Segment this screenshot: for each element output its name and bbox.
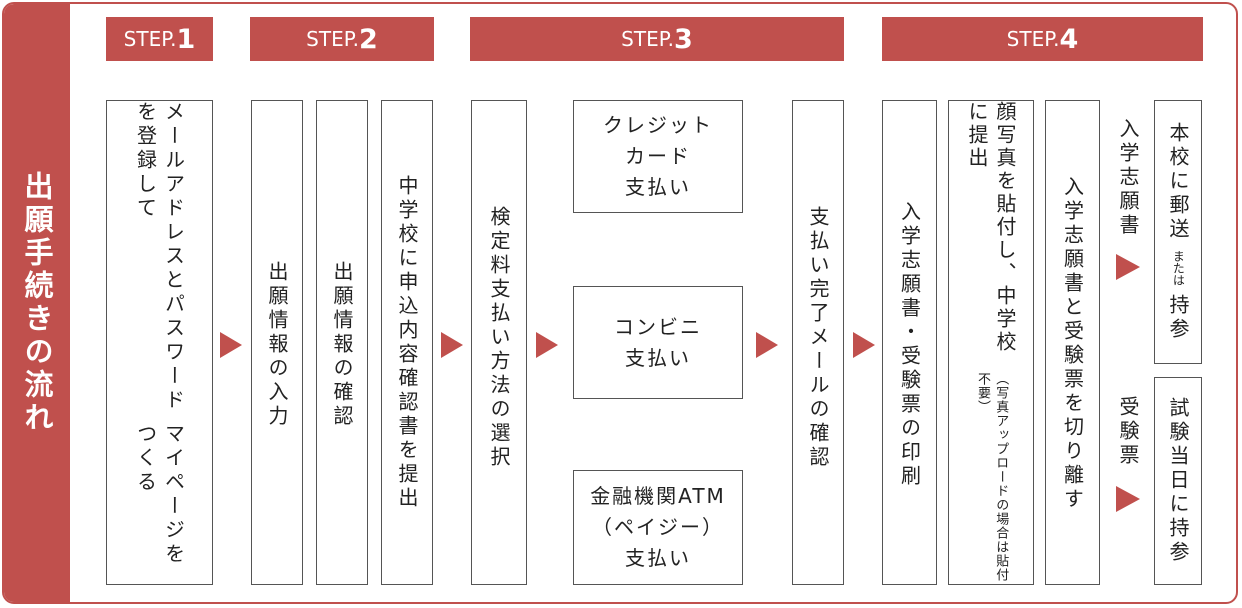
step-2-number: 2 [359, 23, 378, 55]
step-2-header: STEP.2 [250, 17, 434, 61]
mail-option-a: 本校に郵送 [1166, 122, 1190, 242]
atm-line-1: 金融機関ATM [590, 484, 726, 508]
step-1-prefix: STEP. [123, 27, 177, 51]
atm-line-3: 支払い [625, 546, 691, 570]
step-4-photo-line-1: 顔写真を貼付し、中学校に提出 [965, 101, 1017, 354]
arrow-right-icon [1116, 254, 1140, 280]
step-3-prefix: STEP. [621, 27, 675, 51]
step-3-credit-box: クレジット カード 支払い [573, 100, 743, 213]
credit-line-1: クレジット [603, 113, 713, 137]
step-4-cut-text: 入学志願書と受験票を切り離す [1060, 176, 1085, 512]
credit-line-2: カード [625, 144, 691, 168]
step-3-complete-text: 支払い完了メールの確認 [806, 206, 830, 470]
step-4-print-text: 入学志願書・受験票の印刷 [897, 201, 922, 489]
step-4-prefix: STEP. [1006, 27, 1060, 51]
step-2-submit-box: 中学校に申込内容確認書を提出 [381, 100, 433, 585]
step-4-photo-box: 顔写真を貼付し、中学校に提出 （写真アップロードの場合は貼付不要） [948, 100, 1034, 585]
step-1-line-1: メールアドレスとパスワードを登録して [133, 101, 186, 413]
arrow-right-icon [853, 332, 875, 358]
convenience-line-2: 支払い [625, 345, 691, 370]
sidebar: 出願手続きの流れ [4, 4, 70, 602]
step-4-mail-box: 本校に郵送または持参 [1154, 100, 1202, 364]
arrow-right-icon [536, 332, 558, 358]
step-4-print-box: 入学志願書・受験票の印刷 [882, 100, 937, 585]
step-3-convenience-box: コンビニ 支払い [573, 286, 743, 399]
mail-option-b: 持参 [1166, 294, 1190, 342]
step-4-number: 4 [1059, 23, 1079, 55]
step-4-header: STEP.4 [882, 17, 1203, 61]
step-2-confirm-text: 出願情報の確認 [330, 261, 354, 429]
step-3-number: 3 [674, 23, 693, 55]
step-3-atm-box: 金融機関ATM （ペイジー） 支払い [573, 470, 743, 585]
step-2-input-box: 出願情報の入力 [251, 100, 303, 585]
arrow-right-icon [441, 332, 463, 358]
step-4-exam-text: 試験当日に持参 [1166, 397, 1190, 565]
step-4-cut-box: 入学志願書と受験票を切り離す [1045, 100, 1100, 585]
step-1-line-2: マイページをつくる [133, 423, 186, 567]
step-2-confirm-box: 出願情報の確認 [316, 100, 368, 585]
label-ticket: 受験票 [1116, 396, 1140, 468]
step-2-input-text: 出願情報の入力 [265, 261, 289, 429]
arrow-right-icon [1116, 486, 1140, 512]
label-application: 入学志願書 [1116, 118, 1140, 238]
arrow-right-icon [220, 332, 242, 358]
mail-or: または [1171, 250, 1186, 286]
step-3-select-box: 検定料支払い方法の選択 [471, 100, 527, 585]
step-1-number: 1 [176, 23, 196, 55]
step-4-photo-note: （写真アップロードの場合は貼付不要） [975, 371, 1009, 582]
step-1-header: STEP.1 [106, 17, 213, 61]
step-3-complete-box: 支払い完了メールの確認 [792, 100, 844, 585]
step-2-prefix: STEP. [306, 27, 360, 51]
step-1-register-box: メールアドレスとパスワードを登録して マイページをつくる [106, 100, 213, 585]
step-4-exam-box: 試験当日に持参 [1154, 377, 1202, 585]
sidebar-title: 出願手続きの流れ [20, 171, 54, 435]
step-3-header: STEP.3 [470, 17, 844, 61]
credit-line-3: 支払い [625, 175, 691, 199]
step-3-select-text: 検定料支払い方法の選択 [487, 206, 511, 470]
convenience-line-1: コンビニ [614, 314, 702, 339]
atm-line-2: （ペイジー） [592, 515, 724, 539]
step-2-submit-text: 中学校に申込内容確認書を提出 [395, 174, 419, 511]
arrow-right-icon [756, 332, 778, 358]
